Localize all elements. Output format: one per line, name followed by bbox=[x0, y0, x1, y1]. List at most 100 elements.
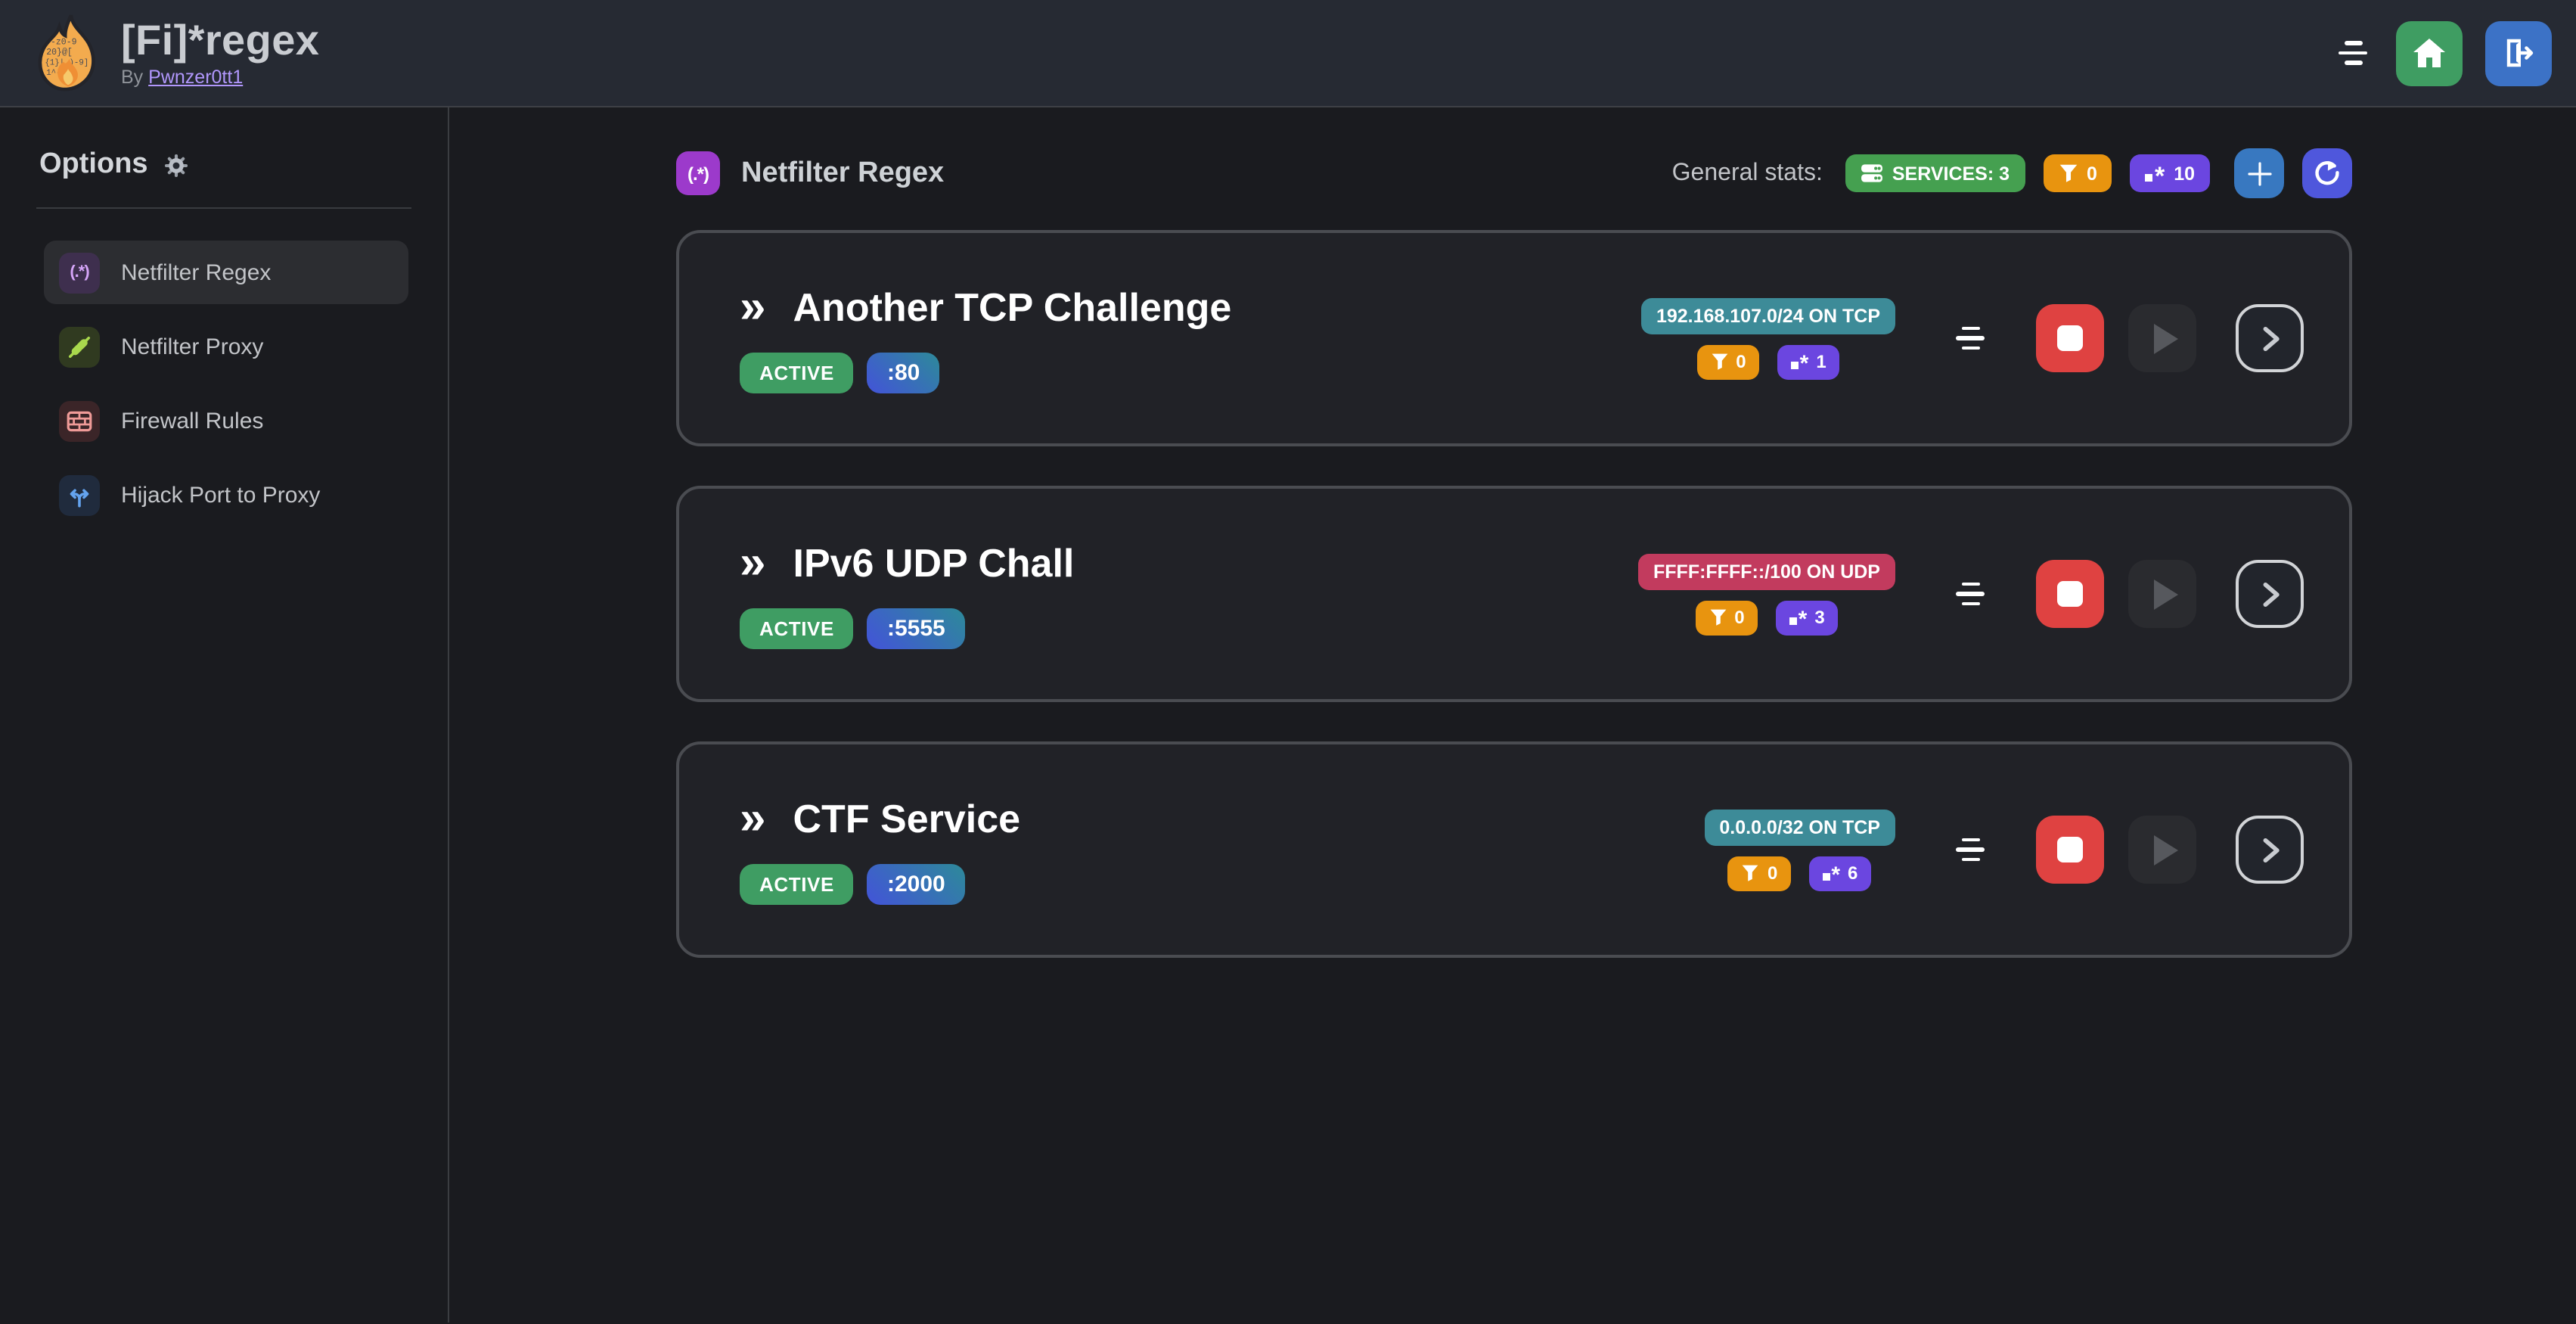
sidebar-item-label: Netfilter Proxy bbox=[121, 334, 264, 359]
split-arrows-icon bbox=[59, 474, 100, 515]
service-menu-icon[interactable] bbox=[1950, 831, 1991, 868]
section-title: Netfilter Regex bbox=[741, 157, 945, 188]
play-icon bbox=[2154, 834, 2178, 865]
status-badge: ACTIVE bbox=[740, 352, 854, 393]
filtered-count-badge: 0 bbox=[2043, 154, 2112, 192]
service-card: » Another TCP Challenge ACTIVE :80 192.1… bbox=[676, 230, 2352, 446]
filtered-count-badge: 0 bbox=[1695, 600, 1758, 635]
proxy-plug-icon bbox=[59, 326, 100, 367]
start-button-disabled[interactable] bbox=[2128, 816, 2196, 884]
sidebar-item-hijack-port[interactable]: Hijack Port to Proxy bbox=[44, 463, 408, 527]
menu-icon[interactable] bbox=[2332, 35, 2373, 71]
regex-dot-star-icon: * bbox=[1789, 608, 1807, 631]
network-badge: 0.0.0.0/32 ON TCP bbox=[1704, 809, 1895, 845]
filter-icon bbox=[1709, 609, 1726, 626]
sidebar-item-label: Firewall Rules bbox=[121, 408, 264, 434]
section-header: (.*) Netfilter Regex General stats: SERV… bbox=[676, 148, 2352, 198]
refresh-icon bbox=[2315, 160, 2339, 185]
regex-dot-star-icon: * bbox=[1791, 353, 1808, 375]
play-icon bbox=[2154, 579, 2178, 609]
regex-count-badge: * 6 bbox=[1809, 856, 1872, 890]
start-button-disabled[interactable] bbox=[2128, 560, 2196, 628]
main-content: (.*) Netfilter Regex General stats: SERV… bbox=[449, 107, 2576, 1322]
top-bar: -z0-9 20}@[ {1}|.)-9] 1^- z] [Fi]*regex … bbox=[0, 0, 2576, 107]
filter-icon bbox=[1743, 865, 1759, 881]
service-name: IPv6 UDP Chall bbox=[793, 539, 1075, 585]
regex-dot-star-icon: * bbox=[2145, 163, 2165, 188]
chevron-right-icon bbox=[2262, 325, 2279, 351]
stop-icon bbox=[2057, 325, 2083, 351]
stats-label: General stats: bbox=[1671, 160, 1823, 185]
regex-count-value: 10 bbox=[2174, 163, 2195, 184]
add-service-button[interactable] bbox=[2234, 148, 2284, 198]
double-chevron-icon: » bbox=[740, 536, 766, 589]
author-link[interactable]: Pwnzer0tt1 bbox=[148, 66, 244, 88]
service-name: CTF Service bbox=[793, 795, 1021, 841]
regex-count-badge: * 10 bbox=[2130, 154, 2210, 192]
stop-button[interactable] bbox=[2036, 560, 2104, 628]
filtered-count-value: 0 bbox=[2087, 163, 2097, 184]
app-title: [Fi]*regex bbox=[121, 17, 320, 64]
network-badge: 192.168.107.0/24 ON TCP bbox=[1640, 297, 1895, 334]
filter-icon bbox=[2059, 164, 2077, 182]
byline-prefix: By bbox=[121, 66, 144, 88]
gear-icon bbox=[164, 153, 188, 177]
sidebar-item-netfilter-regex[interactable]: (.*) Netfilter Regex bbox=[44, 241, 408, 304]
chevron-right-icon bbox=[2262, 837, 2279, 862]
sidebar-title: Options bbox=[0, 148, 448, 182]
service-list: » Another TCP Challenge ACTIVE :80 192.1… bbox=[676, 230, 2352, 958]
logout-button[interactable] bbox=[2485, 20, 2552, 85]
sidebar-item-label: Hijack Port to Proxy bbox=[121, 482, 321, 508]
filtered-count-badge: 0 bbox=[1696, 344, 1760, 379]
regex-dot-star-icon: * bbox=[1823, 864, 1840, 887]
sidebar: Options (.*) Netfilter Regex bbox=[0, 107, 449, 1322]
sidebar-divider bbox=[36, 207, 411, 209]
stop-button[interactable] bbox=[2036, 816, 2104, 884]
service-card: » IPv6 UDP Chall ACTIVE :5555 FFFF:FFFF:… bbox=[676, 486, 2352, 702]
stop-button[interactable] bbox=[2036, 304, 2104, 372]
sidebar-nav: (.*) Netfilter Regex Netfilter Proxy bbox=[0, 241, 448, 527]
port-badge: :80 bbox=[867, 352, 940, 393]
services-count-badge: SERVICES: 3 bbox=[1845, 154, 2025, 192]
double-chevron-icon: » bbox=[740, 280, 766, 333]
regex-count-badge: * 1 bbox=[1777, 344, 1840, 379]
refresh-button[interactable] bbox=[2302, 148, 2352, 198]
network-badge: FFFF:FFFF::/100 ON UDP bbox=[1638, 553, 1895, 589]
firewall-brick-icon bbox=[59, 400, 100, 441]
open-service-button[interactable] bbox=[2236, 560, 2304, 628]
double-chevron-icon: » bbox=[740, 791, 766, 844]
general-stats: General stats: SERVICES: 3 bbox=[1672, 148, 2352, 198]
open-service-button[interactable] bbox=[2236, 816, 2304, 884]
start-button-disabled[interactable] bbox=[2128, 304, 2196, 372]
sidebar-item-netfilter-proxy[interactable]: Netfilter Proxy bbox=[44, 315, 408, 378]
filter-icon bbox=[1711, 353, 1727, 370]
flame-logo-icon: -z0-9 20}@[ {1}|.)-9] 1^- z] bbox=[38, 14, 95, 92]
server-icon bbox=[1861, 164, 1882, 182]
plus-icon bbox=[2247, 161, 2271, 185]
logo-text: 20}@[ bbox=[46, 48, 73, 57]
logout-icon bbox=[2506, 39, 2534, 67]
sidebar-item-label: Netfilter Regex bbox=[121, 260, 272, 285]
sidebar-item-firewall-rules[interactable]: Firewall Rules bbox=[44, 389, 408, 452]
service-menu-icon[interactable] bbox=[1950, 576, 1991, 612]
filtered-count-badge: 0 bbox=[1727, 856, 1792, 890]
regex-section-icon: (.*) bbox=[676, 151, 720, 195]
logo-text: -z0-9 bbox=[51, 38, 77, 48]
home-button[interactable] bbox=[2396, 20, 2463, 85]
home-icon bbox=[2413, 39, 2445, 67]
stop-icon bbox=[2057, 837, 2083, 862]
services-count-label: SERVICES: 3 bbox=[1892, 163, 2010, 184]
app-title-block: [Fi]*regex By Pwnzer0tt1 bbox=[121, 17, 320, 88]
byline: By Pwnzer0tt1 bbox=[121, 66, 319, 87]
open-service-button[interactable] bbox=[2236, 304, 2304, 372]
service-menu-icon[interactable] bbox=[1950, 320, 1991, 356]
regex-icon: (.*) bbox=[59, 252, 100, 293]
status-badge: ACTIVE bbox=[740, 863, 854, 904]
sidebar-title-label: Options bbox=[39, 148, 148, 180]
stop-icon bbox=[2057, 581, 2083, 607]
port-badge: :2000 bbox=[867, 863, 965, 904]
port-badge: :5555 bbox=[867, 608, 965, 648]
chevron-right-icon bbox=[2262, 581, 2279, 607]
play-icon bbox=[2154, 323, 2178, 353]
